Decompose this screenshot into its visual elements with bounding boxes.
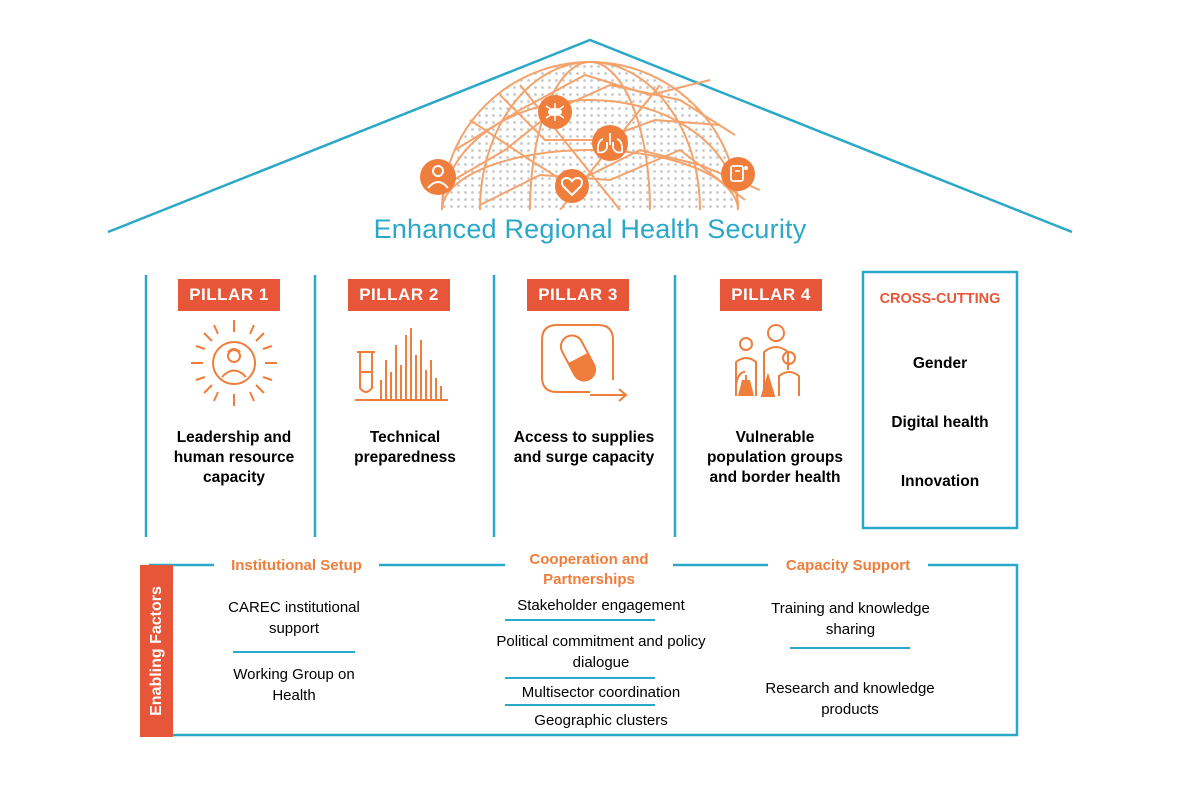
capsule-icon xyxy=(541,324,628,402)
list-item: Working Group on Health xyxy=(233,666,355,704)
medical-device-icon xyxy=(721,157,755,191)
list-item: Stakeholder engagement xyxy=(517,597,685,614)
pillar-1-description: Leadership and human resource capacity xyxy=(173,429,295,486)
page-title: Enhanced Regional Health Security xyxy=(373,214,807,244)
list-item: Research and knowledge products xyxy=(765,680,935,718)
lungs-icon xyxy=(592,125,628,161)
pillar-1-badge: PILLAR 1 xyxy=(178,279,280,311)
cross-cutting-item: Gender xyxy=(912,355,968,372)
pillar-3-badge: PILLAR 3 xyxy=(527,279,629,311)
cross-cutting-box xyxy=(861,270,1019,530)
list-item: Training and knowledge sharing xyxy=(771,600,930,638)
virus-icon xyxy=(538,95,572,129)
list-item: Geographic clusters xyxy=(534,712,668,729)
cross-cutting-title: CROSS-CUTTING xyxy=(879,291,1001,307)
pillar-3-description: Access to supplies and surge capacity xyxy=(513,429,655,466)
group-heading-capacity-support: Capacity Support xyxy=(768,556,928,576)
test-tube-chart-icon xyxy=(355,328,448,401)
pillar-4-badge: PILLAR 4 xyxy=(720,279,822,311)
pillar-2-description: Technical preparedness xyxy=(354,429,456,466)
enabling-factors-label: Enabling Factors xyxy=(140,565,173,737)
doctor-icon xyxy=(420,159,456,195)
list-item: Multisector coordination xyxy=(521,684,681,701)
globe-network-icon xyxy=(441,61,761,210)
cross-cutting-item: Innovation xyxy=(900,473,980,490)
heart-icon xyxy=(555,169,589,203)
list-item: CAREC institutional support xyxy=(228,599,360,637)
pillar-2-badge: PILLAR 2 xyxy=(348,279,450,311)
roof-outline xyxy=(107,38,1073,234)
list-item: Political commitment and policy dialogue xyxy=(496,633,706,671)
group-heading-institutional-setup: Institutional Setup xyxy=(214,556,379,576)
leader-sun-icon xyxy=(191,320,277,406)
group-heading-cooperation: Cooperation and Partnerships xyxy=(505,550,673,590)
cross-cutting-item: Digital health xyxy=(891,414,989,431)
pillar-4-description: Vulnerable population groups and border … xyxy=(706,429,844,486)
family-icon xyxy=(735,324,800,397)
enabling-factors-text: Enabling Factors xyxy=(147,586,165,716)
